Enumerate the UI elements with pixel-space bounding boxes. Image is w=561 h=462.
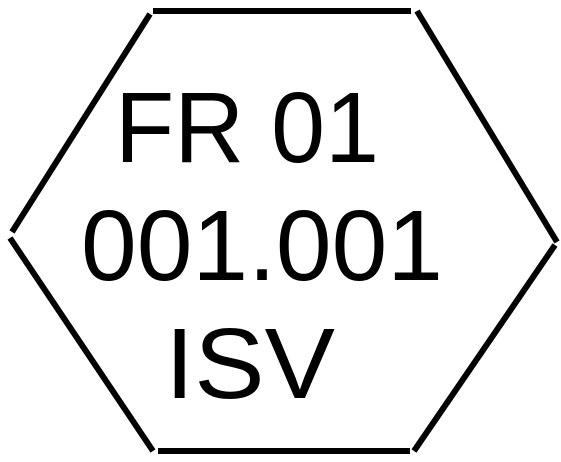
hexagon-edge-bottom-left [7, 236, 156, 453]
hexagon-edge-top-right [414, 9, 560, 244]
stamp-text-block: FR 01 001.001 ISV [81, 72, 443, 420]
hexagon-edge-bottom-right [411, 243, 558, 453]
hexagon-edge-top-left [9, 12, 153, 234]
stamp-line-establishment: ISV [165, 308, 335, 420]
stamp-line-country-code: FR 01 [115, 72, 379, 184]
hexagon-border [7, 8, 560, 454]
stamp-line-approval-number: 001.001 [81, 190, 443, 302]
